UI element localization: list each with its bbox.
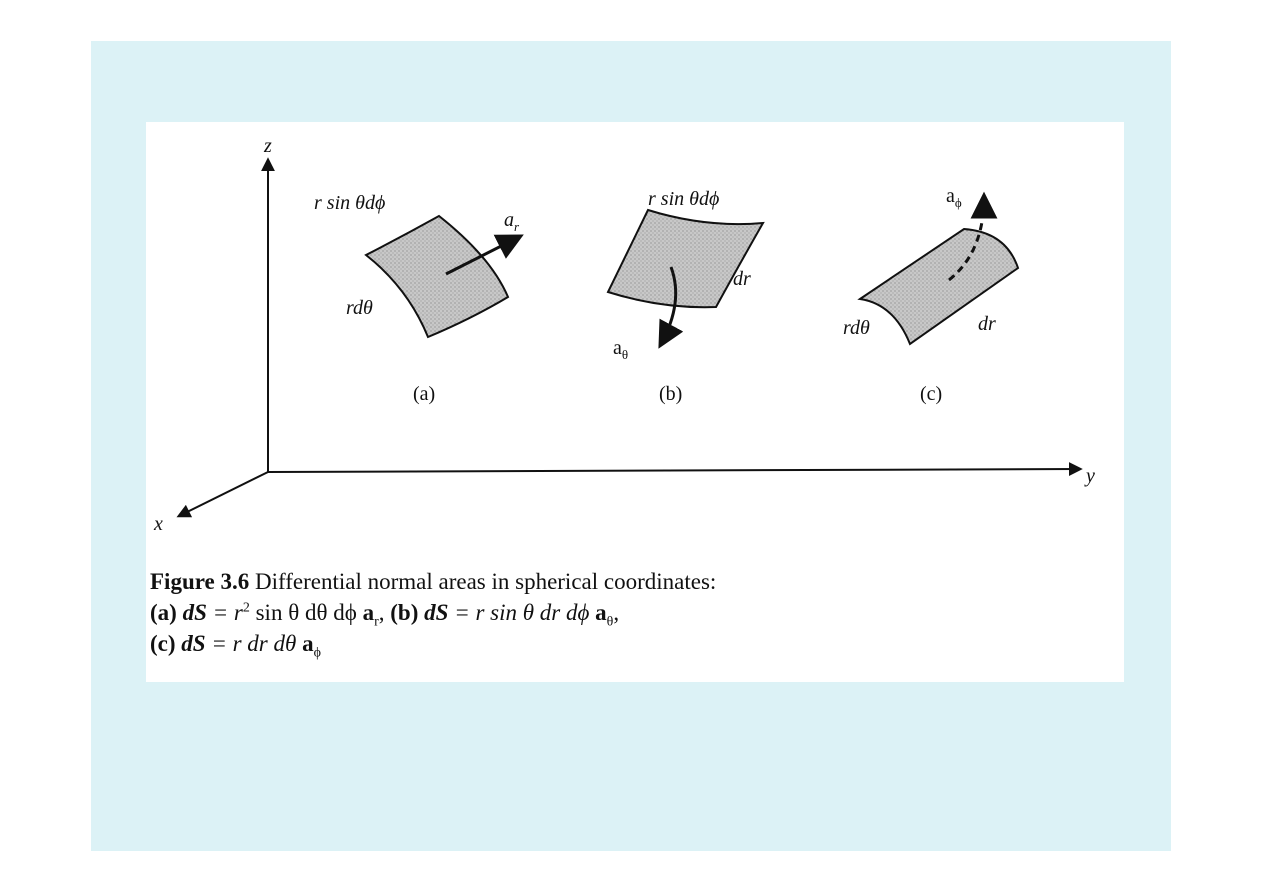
vector-atheta-label: aθ (613, 337, 628, 362)
coordinate-axes: z y x (153, 135, 1095, 535)
caption-line-2: (a) dS = r2 sin θ dθ dϕ ar, (b) dS = r s… (150, 600, 620, 630)
caption-a-vec: a (362, 600, 375, 625)
caption-title: Differential normal areas in spherical c… (254, 569, 717, 594)
caption-a-exp: 2 (242, 600, 250, 616)
caption-c-tag: (c) (150, 631, 176, 656)
caption-b-vec-sub: θ (606, 614, 614, 630)
surface-c-left-label: rdθ (843, 317, 870, 339)
surface-c-right-label: dr (978, 313, 996, 335)
caption-a-eq: = r (212, 600, 243, 625)
vector-aphi-label: aϕ (946, 185, 962, 210)
x-axis (176, 471, 269, 518)
caption-line-1: Figure 3.6 Differential normal areas in … (150, 566, 1110, 597)
surface-b-side-label: dr (733, 268, 751, 290)
panel-b-tag: (b) (659, 383, 682, 405)
vector-atheta-arrow (658, 266, 684, 349)
z-axis-label: z (263, 135, 272, 157)
caption-c-vec: a (302, 631, 314, 656)
surface-a-side-label: rdθ (346, 297, 373, 319)
vector-ar-arrow (445, 234, 524, 276)
panel-a-tag: (a) (413, 383, 435, 405)
caption-c-ds: dS (181, 631, 206, 656)
surface-b-top-label: r sin θdϕ (648, 188, 719, 210)
diagram-canvas: z y x r sin θdϕ rdθ ar (a) r sin θdϕ dr … (153, 135, 1095, 535)
figure-panel: z y x r sin θdϕ rdθ ar (a) r sin θdϕ dr … (146, 122, 1124, 682)
caption-b-eq: = r sin θ dr dϕ (454, 600, 590, 625)
surface-a-patch (364, 214, 510, 339)
caption-b-ds: dS (424, 600, 449, 625)
y-axis-label: y (1084, 465, 1095, 487)
caption-a-tag: (a) (150, 600, 177, 625)
surface-c-patch (857, 227, 1020, 346)
caption-c-vec-sub: ϕ (313, 645, 321, 661)
surface-c: aϕ rdθ dr (c) (843, 185, 1020, 405)
caption-b-tag: (b) (390, 600, 419, 625)
y-axis (267, 462, 1083, 477)
surface-b: r sin θdϕ dr aθ (b) (606, 188, 765, 405)
surface-b-patch (606, 208, 765, 309)
surface-a: r sin θdϕ rdθ ar (a) (314, 192, 524, 405)
figure-number: Figure 3.6 (150, 569, 250, 594)
caption-c-eq: = r dr dθ (211, 631, 297, 656)
panel-c-tag: (c) (920, 383, 942, 405)
x-axis-label: x (153, 513, 163, 535)
caption-a-rest: sin θ dθ dϕ (255, 600, 357, 625)
caption-a-vec-sub: r (374, 614, 379, 630)
caption-b-vec: a (595, 600, 607, 625)
figure-caption: Figure 3.6 Differential normal areas in … (150, 566, 1110, 661)
caption-a-ds: dS (182, 600, 207, 625)
caption-line-3: (c) dS = r dr dθ aϕ (150, 628, 1110, 661)
surface-a-top-label: r sin θdϕ (314, 192, 385, 214)
vector-ar-label: ar (504, 209, 520, 234)
